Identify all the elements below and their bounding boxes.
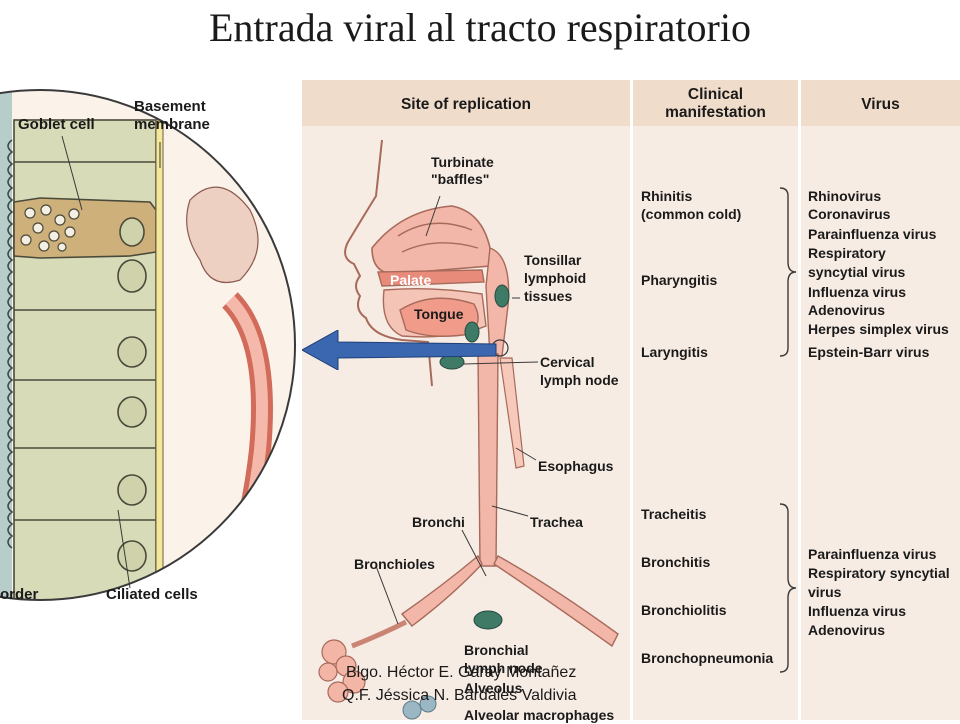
virus-syncytial: syncytial virus (808, 264, 906, 280)
bronchioles-label: Bronchioles (354, 556, 435, 572)
clinical-bronchopneumonia: Bronchopneumonia (641, 650, 774, 666)
virus-epstein-barr: Epstein-Barr virus (808, 344, 930, 360)
virus-adenovirus-lower: Adenovirus (808, 622, 886, 638)
goblet-cell-label: Goblet cell (18, 116, 95, 133)
virus-parainfluenza: Parainfluenza virus (808, 226, 937, 242)
virus-rsv-lower-2: virus (808, 584, 842, 600)
tonsillar-lymphoid-tissue (494, 284, 510, 308)
bronchial-lymph-label-1: Bronchial (464, 642, 529, 658)
bronchial-lymph-node (473, 610, 503, 630)
alveolus-label: Alveolus (464, 680, 523, 696)
clinical-pharyngitis: Pharyngitis (641, 272, 718, 288)
epithelium-magnified-view (0, 89, 296, 601)
tonsillar-label-1: Tonsillar (524, 252, 582, 268)
grouping-brackets (779, 187, 797, 673)
cervical-label-1: Cervical (540, 354, 595, 370)
tongue-label: Tongue (414, 306, 464, 322)
tonsillar-label-3: tissues (524, 288, 573, 304)
esophagus (499, 357, 525, 469)
cervical-label-2: lymph node (540, 372, 619, 388)
header-site-of-replication: Site of replication (400, 96, 532, 113)
tongue (399, 297, 479, 337)
virus-parainfluenza-lower: Parainfluenza virus (808, 546, 937, 562)
goblet-cell (13, 197, 157, 259)
trachea (477, 353, 499, 567)
tonsillar-label-2: lymphoid (524, 270, 587, 286)
clinical-common-cold: (common cold) (641, 206, 742, 222)
bronchial-lymph-label-2: lymph node (464, 660, 543, 676)
bronchi-label: Bronchi (412, 514, 465, 530)
virus-coronavirus: Coronavirus (808, 206, 891, 222)
alveoli-cluster (318, 639, 366, 703)
bronchi (400, 554, 483, 627)
nasal-cavity (371, 205, 491, 275)
turbinate-label-2: "baffles" (431, 171, 490, 187)
clinical-bronchitis: Bronchitis (641, 554, 711, 570)
turbinate-label-1: Turbinate (431, 154, 494, 170)
virus-respiratory: Respiratory (808, 245, 886, 261)
ciliated-cells-label: Ciliated cells (106, 586, 198, 603)
basement-membrane-label-2: membrane (134, 116, 210, 133)
esophagus-label: Esophagus (538, 458, 614, 474)
column-divider-1 (630, 80, 633, 720)
header-clinical-1: Clinical (687, 86, 744, 103)
credit-line-1: Blgo. Héctor E. Garay Montañez (346, 664, 577, 681)
trachea-label: Trachea (530, 514, 583, 530)
clinical-bronchiolitis: Bronchiolitis (641, 602, 727, 618)
palate-label: Palate (390, 272, 432, 288)
clinical-laryngitis: Laryngitis (641, 344, 708, 360)
basement-membrane (155, 119, 164, 600)
respiratory-tract-diagram (318, 139, 619, 720)
credit-line-2: Q.F. Jéssica N. Bardales Valdivia (342, 687, 577, 704)
brush-border-label: order (0, 586, 39, 603)
header-virus: Virus (861, 96, 900, 113)
slide-title: Entrada viral al tracto respiratorio (209, 5, 751, 50)
clinical-tracheitis: Tracheitis (641, 506, 707, 522)
virus-influenza-lower: Influenza virus (808, 603, 907, 619)
ciliated-border (0, 90, 12, 600)
magnification-arrow (302, 330, 497, 370)
virus-adenovirus: Adenovirus (808, 302, 886, 318)
header-clinical-2: manifestation (665, 104, 766, 121)
head-outline (344, 139, 433, 387)
alveolar-macrophages-label: Alveolar macrophages (464, 707, 615, 723)
basement-membrane-label-1: Basement (134, 98, 206, 115)
clinical-rhinitis: Rhinitis (641, 188, 693, 204)
virus-rhinovirus: Rhinovirus (808, 188, 882, 204)
virus-influenza: Influenza virus (808, 284, 907, 300)
column-divider-2 (798, 80, 801, 720)
virus-rsv-lower: Respiratory syncytial (808, 565, 950, 581)
virus-herpes-simplex: Herpes simplex virus (808, 321, 949, 337)
